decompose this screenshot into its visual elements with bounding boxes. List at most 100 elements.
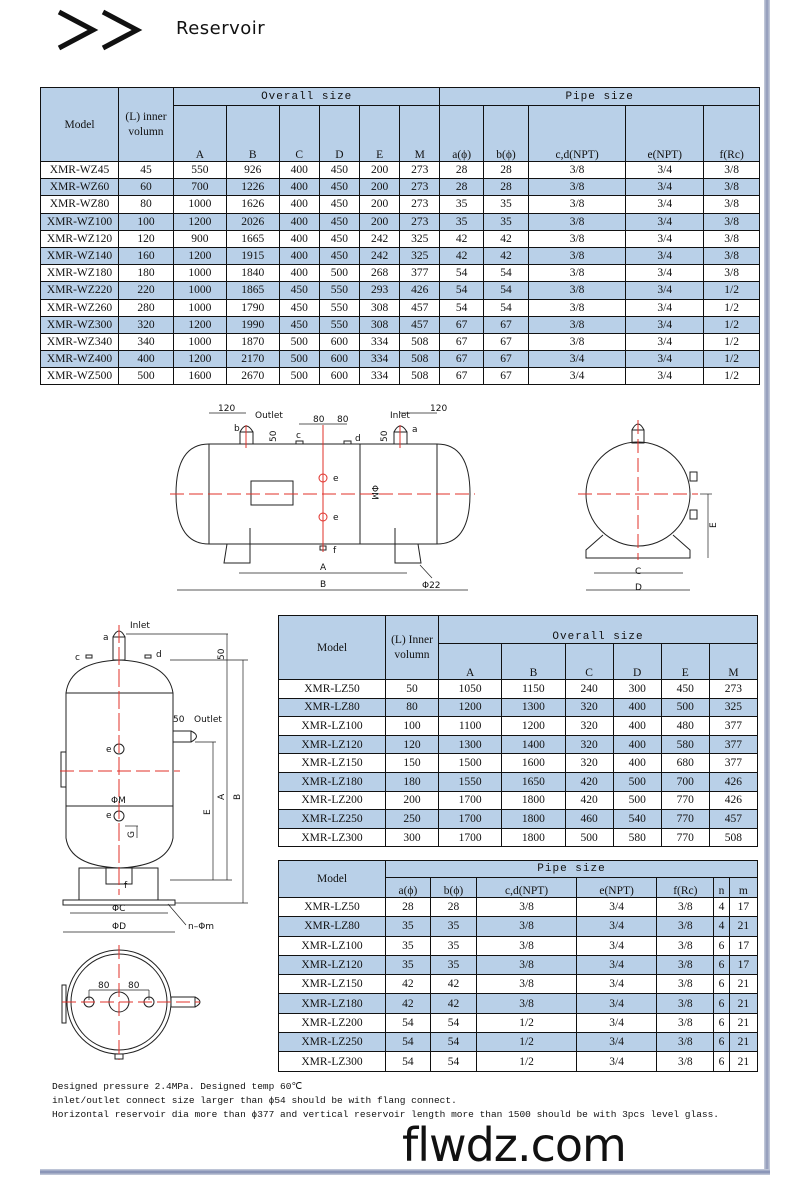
table-cell: 42 <box>482 229 530 248</box>
table-cell: XMR-WZ180 <box>40 264 119 283</box>
table-cell: 54 <box>429 1051 478 1072</box>
table-cell: 200 <box>358 212 401 231</box>
table-cell: 28 <box>429 896 478 918</box>
table-cell: 1800 <box>501 809 566 829</box>
drawing-label: ΦM <box>111 796 126 806</box>
table-cell: 770 <box>660 809 710 829</box>
table-cell: 1200 <box>173 212 227 231</box>
table-cell: 3/8 <box>656 896 715 918</box>
table-cell: 54 <box>385 1032 431 1053</box>
column-header: n <box>713 877 730 898</box>
table-cell: XMR-WZ340 <box>40 332 119 352</box>
table-cell: 28 <box>482 178 530 197</box>
table-cell: 508 <box>399 350 441 369</box>
table-cell: 300 <box>612 679 662 699</box>
column-header: b(ϕ) <box>429 877 478 898</box>
table-cell: 200 <box>358 195 401 214</box>
table-cell: 17 <box>728 935 759 956</box>
table-cell: 580 <box>660 734 710 755</box>
table-cell: 400 <box>278 178 320 197</box>
table-cell: 3/8 <box>703 212 760 231</box>
drawing-label: C <box>635 567 641 577</box>
note-design-pressure: Designed pressure 2.4MPa. Designed temp … <box>52 1081 303 1092</box>
table-cell: 17 <box>728 896 759 918</box>
drawing-label: d <box>156 650 162 660</box>
table-cell: 1050 <box>437 679 503 699</box>
table-cell: 3/8 <box>528 315 627 334</box>
table-cell: 120 <box>385 734 439 755</box>
table-cell: 21 <box>728 916 759 937</box>
table-cell: 3/8 <box>656 916 715 937</box>
table-cell: 42 <box>385 993 431 1014</box>
table-cell: 1800 <box>501 827 566 848</box>
column-header: c,d(NPT) <box>476 877 577 898</box>
table-cell: 1300 <box>437 734 503 755</box>
table-cell: 3/4 <box>575 954 658 976</box>
table-cell: 600 <box>318 332 361 352</box>
table-cell: 54 <box>439 281 484 300</box>
table-cell: 180 <box>385 771 439 792</box>
table-cell: 42 <box>439 229 484 248</box>
table-cell: 21 <box>728 1051 759 1072</box>
vertical-pipe-size-table: Model Pipe size a(ϕ)b(ϕ)c,d(NPT)e(NPT)f(… <box>278 860 759 1072</box>
table-cell: 325 <box>399 246 441 266</box>
table-cell: 500 <box>612 771 662 792</box>
table-cell: 1150 <box>501 679 566 699</box>
vertical-drawing-labels: Inlet a c d 50 50 Outlet e e ΦM G f E A … <box>75 621 243 991</box>
table-cell: 3/4 <box>625 212 705 231</box>
table-cell: 3/8 <box>528 212 627 231</box>
table-cell: XMR-WZ300 <box>40 315 119 334</box>
table-cell: 54 <box>482 281 530 300</box>
table-cell: 200 <box>385 790 439 811</box>
table-cell: 500 <box>278 332 320 352</box>
table-cell: 400 <box>278 160 320 180</box>
table-cell: 325 <box>708 697 759 718</box>
table-cell: 67 <box>439 367 484 386</box>
drawing-label: f <box>333 546 337 556</box>
table-cell: 3/8 <box>656 1012 715 1034</box>
table-cell: 3/8 <box>656 974 715 995</box>
col-model: Model <box>40 87 119 162</box>
note-level-glass: Horizontal reservoir dia more than ϕ377 … <box>52 1109 720 1120</box>
drawing-label: a <box>412 425 418 435</box>
table-cell: 35 <box>429 935 478 956</box>
table-cell: 28 <box>385 896 431 918</box>
table-cell: 457 <box>708 809 759 829</box>
table-cell: 500 <box>318 264 361 283</box>
table-cell: 500 <box>660 697 710 718</box>
table-cell: 67 <box>439 315 484 334</box>
drawing-label: Inlet <box>130 621 150 631</box>
table-cell: XMR-WZ60 <box>40 178 119 197</box>
table-cell: XMR-LZ120 <box>278 954 386 976</box>
right-border-stripe <box>764 0 770 1172</box>
table-cell: 67 <box>482 332 530 352</box>
table-cell: 1915 <box>225 246 280 266</box>
table-cell: 54 <box>385 1051 431 1072</box>
table-cell: 240 <box>564 679 614 699</box>
table-cell: 54 <box>429 1012 478 1034</box>
table-cell: 35 <box>439 195 484 214</box>
table-cell: 1/2 <box>703 367 760 386</box>
table-cell: 400 <box>278 212 320 231</box>
column-header: E <box>358 105 401 162</box>
table-cell: 28 <box>439 178 484 197</box>
table-cell: 54 <box>439 298 484 317</box>
table-cell: 6 <box>713 1051 730 1072</box>
table-cell: 400 <box>118 350 174 369</box>
table-cell: 1500 <box>437 753 503 773</box>
table-cell: 550 <box>318 315 361 334</box>
table-cell: 100 <box>118 212 174 231</box>
table-cell: 3/8 <box>703 264 760 283</box>
drawing-label: 80 <box>128 981 140 991</box>
